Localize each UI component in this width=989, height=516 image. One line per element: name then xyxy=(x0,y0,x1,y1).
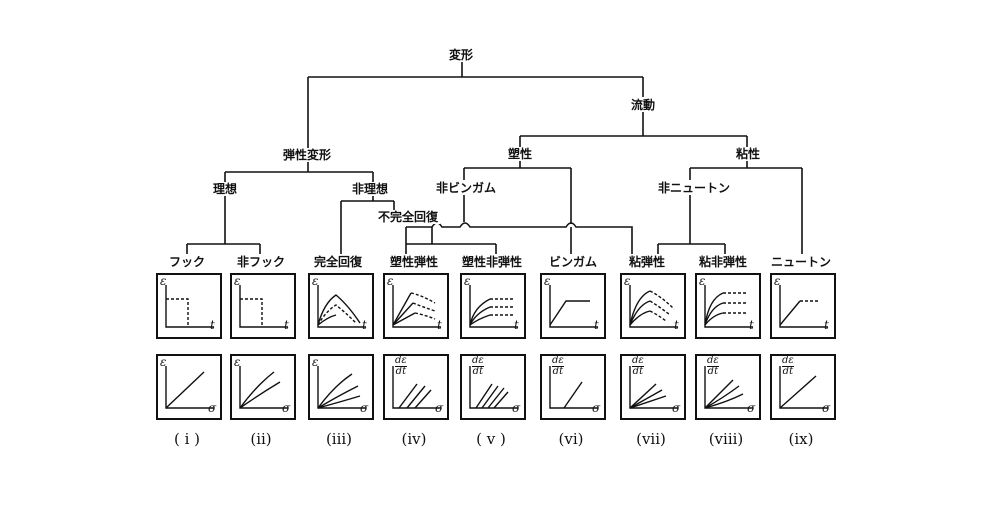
strain-axis-label: ε xyxy=(699,274,706,288)
strain-axis-label: ε xyxy=(234,355,241,369)
stress-axis-label: σ xyxy=(672,401,681,415)
time-axis-label: t xyxy=(437,318,442,332)
rate-denominator: dt xyxy=(472,366,484,377)
rate-denominator: dt xyxy=(707,366,719,377)
node-viscosity: 粘性 xyxy=(734,147,763,161)
time-axis-label: t xyxy=(674,318,679,332)
leaf-label-non-hooke: 非フック xyxy=(235,255,288,269)
strain-axis-label: ε xyxy=(464,274,471,288)
time-axis-label: t xyxy=(362,318,367,332)
stress-axis-label: σ xyxy=(435,401,444,415)
rate-numerator: dε xyxy=(552,355,564,367)
rate-numerator: dε xyxy=(782,355,794,367)
stress-axis-label: σ xyxy=(822,401,831,415)
node-flow: 流動 xyxy=(629,98,658,112)
time-axis-label: t xyxy=(749,318,754,332)
time-axis-label: t xyxy=(210,318,215,332)
numeral-vi: (vi) xyxy=(558,430,584,448)
stress-axis-label: σ xyxy=(208,401,217,415)
leaf-label-visco-inelastic: 粘非弾性 xyxy=(697,255,750,269)
stress-axis-label: σ xyxy=(592,401,601,415)
numeral-viii: (viii) xyxy=(708,430,744,448)
stress-axis-label: σ xyxy=(360,401,369,415)
numeral-iv: (iv) xyxy=(401,430,427,448)
leaf-label-viscoelastic: 粘弾性 xyxy=(627,255,668,269)
strain-axis-label: ε xyxy=(160,274,167,288)
time-axis-label: t xyxy=(594,318,599,332)
strain-axis-label: ε xyxy=(234,274,241,288)
strain-axis-label: ε xyxy=(312,355,319,369)
time-axis-label: t xyxy=(514,318,519,332)
node-non-bingham: 非ビンガム xyxy=(434,181,499,195)
strain-axis-label: ε xyxy=(544,274,551,288)
numeral-ii: (ii) xyxy=(250,430,272,448)
node-non-newton: 非ニュートン xyxy=(656,181,733,195)
stress-axis-label: σ xyxy=(282,401,291,415)
numeral-i: ( i ) xyxy=(173,430,201,448)
rate-denominator: dt xyxy=(552,366,564,377)
leaf-label-hooke: フック xyxy=(167,255,208,269)
leaf-label-complete-recovery: 完全回復 xyxy=(312,255,365,269)
tree-connectors xyxy=(186,62,803,254)
time-axis-label: t xyxy=(284,318,289,332)
numeral-v: ( v ) xyxy=(476,430,506,448)
rate-denominator: dt xyxy=(395,366,407,377)
strain-axis-label: ε xyxy=(312,274,319,288)
rate-numerator: dε xyxy=(707,355,719,367)
strain-axis-label: ε xyxy=(624,274,631,288)
rate-numerator: dε xyxy=(632,355,644,367)
leaf-label-plastic-inelastic: 塑性非弾性 xyxy=(460,255,525,269)
leaf-label-bingham: ビンガム xyxy=(547,255,600,269)
node-ideal: 理想 xyxy=(211,182,240,196)
node-deformation: 変形 xyxy=(447,48,476,62)
stress-axis-label: σ xyxy=(747,401,756,415)
leaf-label-newton: ニュートン xyxy=(769,255,834,269)
strain-axis-label: ε xyxy=(160,355,167,369)
time-axis-label: t xyxy=(824,318,829,332)
numeral-iii: (iii) xyxy=(325,430,353,448)
node-incomplete-recovery: 不完全回復 xyxy=(376,210,441,224)
node-elastic-deformation: 弾性変形 xyxy=(281,148,334,162)
rate-numerator: dε xyxy=(472,355,484,367)
strain-axis-label: ε xyxy=(774,274,781,288)
rate-denominator: dt xyxy=(632,366,644,377)
stress-axis-label: σ xyxy=(512,401,521,415)
numeral-vii: (vii) xyxy=(636,430,666,448)
node-nonideal: 非理想 xyxy=(350,182,391,196)
rate-numerator: dε xyxy=(395,355,407,367)
node-plasticity: 塑性 xyxy=(506,147,535,161)
numeral-ix: (ix) xyxy=(788,430,814,448)
rate-denominator: dt xyxy=(782,366,794,377)
leaf-label-plastic-elastic: 塑性弾性 xyxy=(388,255,441,269)
strain-axis-label: ε xyxy=(387,274,394,288)
